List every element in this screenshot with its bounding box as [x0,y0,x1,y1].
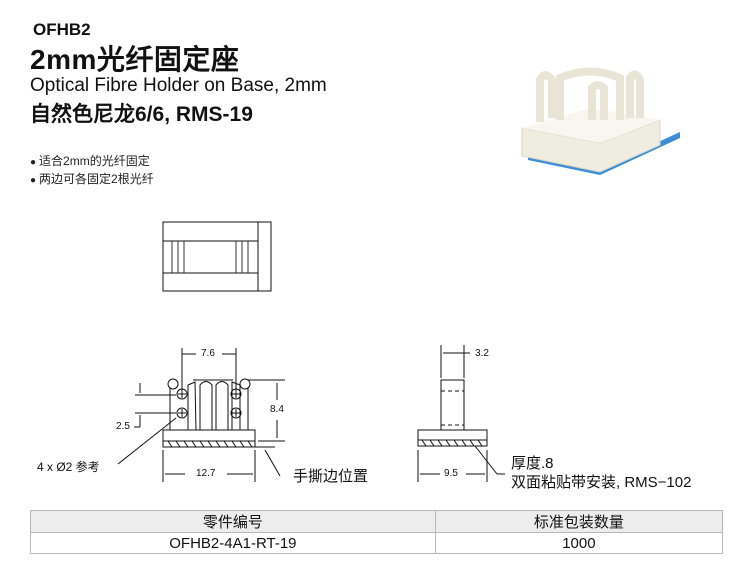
dim-height: 8.4 [270,404,284,415]
material: 自然色尼龙6/6, RMS-19 [30,103,253,126]
page-title: 2mm光纤固定座 [30,44,240,75]
dim-top-width: 7.6 [201,348,215,359]
dim-pitch: 2.5 [116,421,130,432]
dim-side-thickness: 3.2 [475,348,489,359]
front-view [117,348,285,482]
part-number: OFHB2-4A1-RT-19 [30,532,436,554]
product-photo [521,67,680,175]
side-view [417,345,505,482]
package-qty: 1000 [434,532,724,554]
feature-item: 两边可各固定2根光纤 [30,170,154,187]
tear-note: 手撕边位置 [293,468,369,485]
feature-item: 适合2mm的光纤固定 [30,152,150,169]
english-title: Optical Fibre Holder on Base, 2mm [30,75,327,96]
dim-width: 12.7 [196,468,216,479]
header-package-qty: 标准包装数量 [434,510,724,533]
tape-note: 双面粘贴带安装, RMS−102 [511,474,692,491]
holes-note: 4 x Ø2 参考 [37,460,100,474]
product-code: OFHB2 [33,20,91,39]
tape-thickness-note: 厚度.8 [511,455,554,472]
dim-side-width: 9.5 [444,468,458,479]
top-view [162,221,272,292]
header-part-number: 零件编号 [30,510,436,533]
